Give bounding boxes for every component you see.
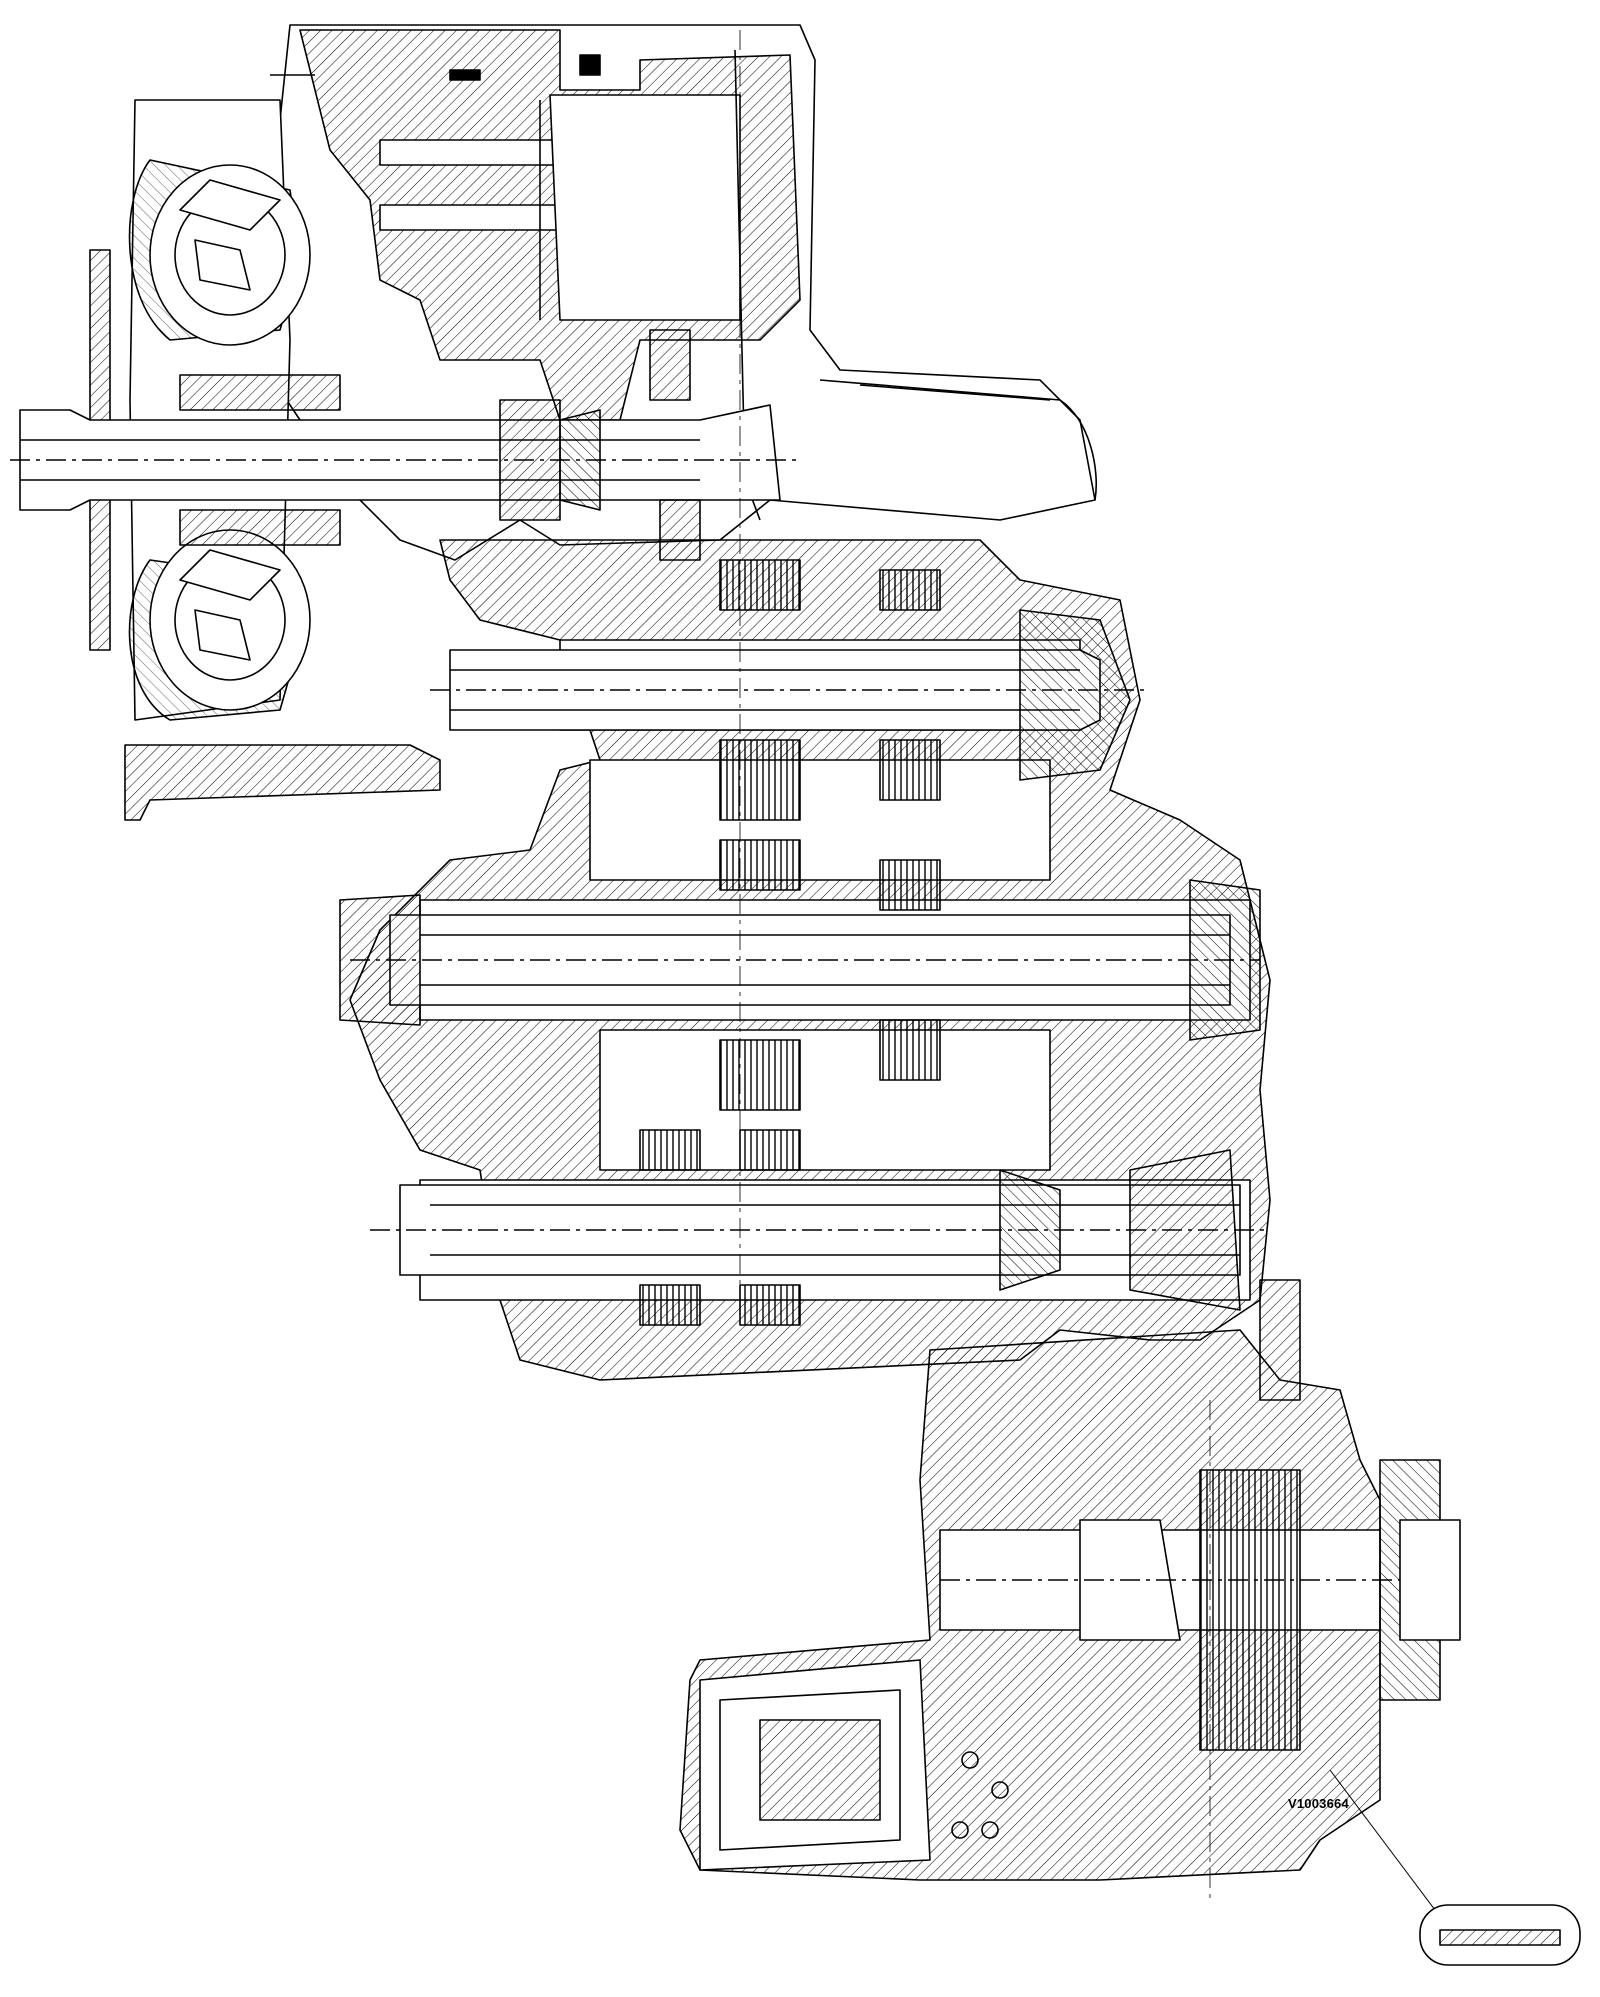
clutch-packs <box>639 559 941 1326</box>
detail-callout <box>1329 1769 1581 1966</box>
sump-cover <box>699 1659 1009 1871</box>
converter-housing <box>249 24 1098 561</box>
drawing-reference-code: V1003664 <box>1288 1796 1349 1811</box>
upper-countershaft <box>430 609 1150 781</box>
construction-lines <box>739 30 1211 1900</box>
input-shaft <box>10 329 800 561</box>
main-shaft <box>339 879 1261 1041</box>
lower-shaft <box>370 1149 1270 1311</box>
